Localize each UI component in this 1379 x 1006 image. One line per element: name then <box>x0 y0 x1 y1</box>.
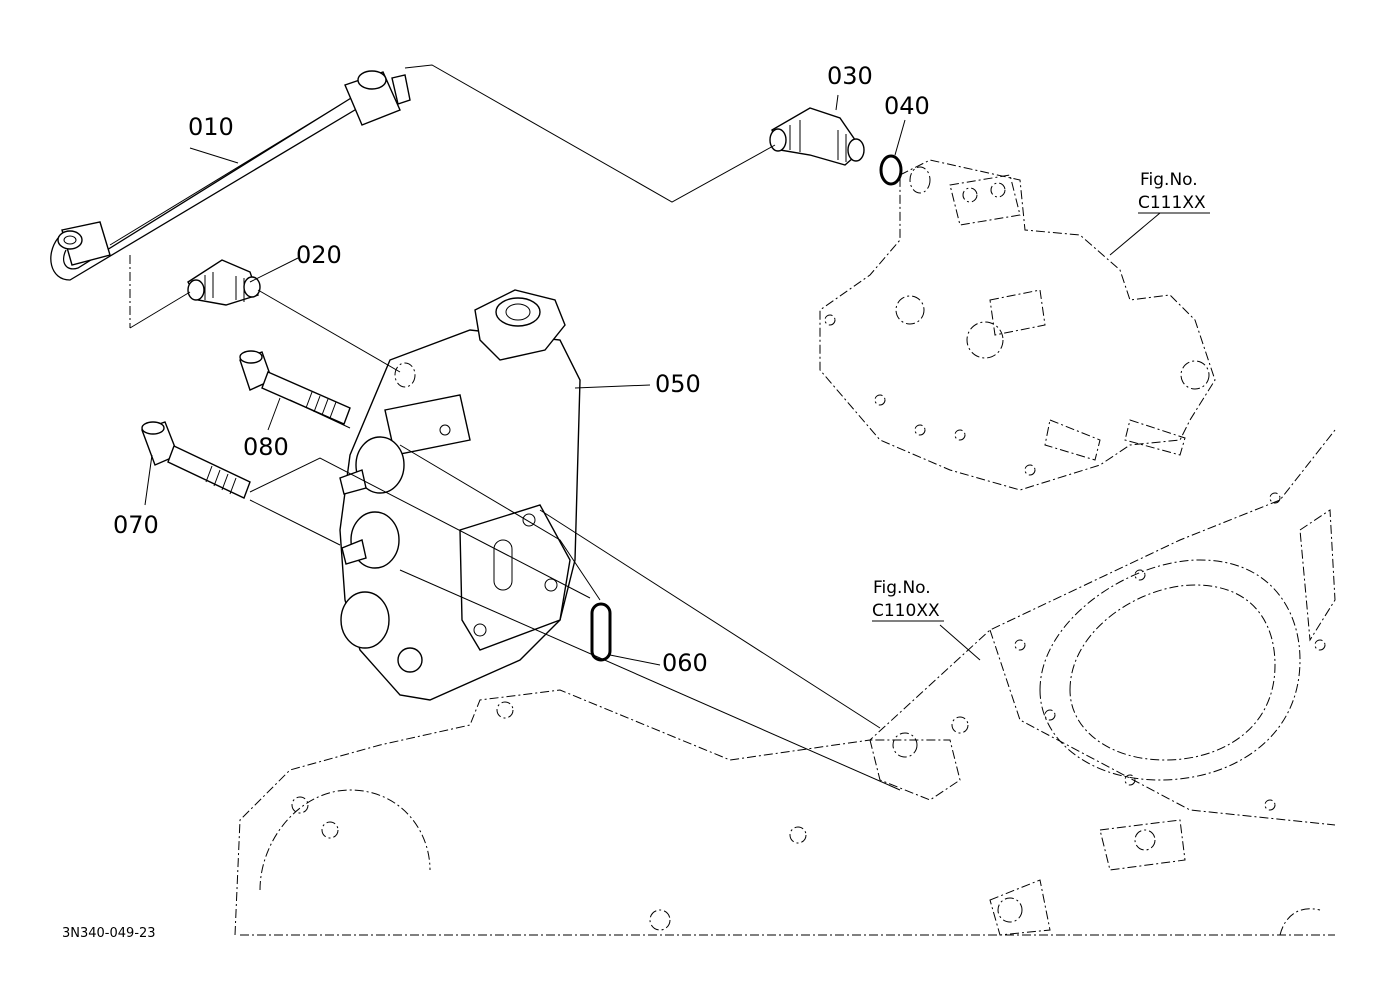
bolt-070[interactable] <box>141 421 251 499</box>
fig-ref-c110xx-line2: C110XX <box>872 601 940 621</box>
label-050: 050 <box>655 370 701 398</box>
label-040: 040 <box>884 92 930 120</box>
o-ring-060[interactable] <box>590 602 612 662</box>
elbow-fitting-030[interactable] <box>769 107 865 166</box>
assembly-c111xx <box>819 159 1216 491</box>
label-080: 080 <box>243 433 289 461</box>
fig-ref-c111xx-line2: C111XX <box>1138 193 1206 213</box>
pipe-010[interactable] <box>50 70 411 328</box>
bolt-080[interactable] <box>239 350 351 425</box>
control-valve-050[interactable] <box>339 289 581 701</box>
leader-lines <box>129 64 1210 791</box>
elbow-fitting-020[interactable] <box>187 259 261 306</box>
label-020: 020 <box>296 241 342 269</box>
label-070: 070 <box>113 511 159 539</box>
label-030: 030 <box>827 62 873 90</box>
fig-ref-c110xx-line1: Fig.No. <box>873 578 931 598</box>
drawing-code: 3N340-049-23 <box>62 926 156 941</box>
fig-ref-c111xx-line1: Fig.No. <box>1140 170 1198 190</box>
transmission-case-c110xx <box>234 429 1336 936</box>
label-010: 010 <box>188 113 234 141</box>
label-060: 060 <box>662 649 708 677</box>
o-ring-040[interactable] <box>879 154 903 186</box>
